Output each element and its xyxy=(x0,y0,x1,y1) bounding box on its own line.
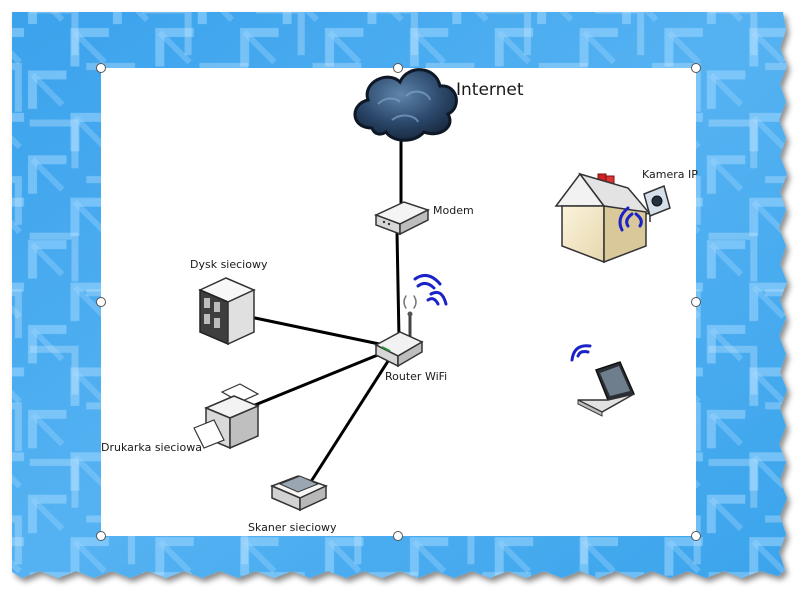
laptop-icon xyxy=(577,361,636,417)
resize-handle-top-right[interactable] xyxy=(691,63,701,73)
node-modem[interactable]: Modem xyxy=(374,201,474,236)
node-internet[interactable]: Internet xyxy=(353,68,524,142)
resize-handle-top-left[interactable] xyxy=(96,63,106,73)
house-icon xyxy=(554,172,652,264)
label-camera: Kamera IP xyxy=(642,168,698,181)
label-nas: Dysk sieciowy xyxy=(190,258,268,271)
link-router-nas xyxy=(253,316,386,347)
node-printer[interactable]: Drukarka sieciowa xyxy=(101,383,260,454)
modem-icon xyxy=(374,201,430,236)
link-router-printer xyxy=(253,350,387,407)
resize-handle-bottom-left[interactable] xyxy=(96,531,106,541)
node-camera[interactable]: Kamera IP xyxy=(642,168,698,222)
wifi-waves-icon xyxy=(403,273,448,309)
node-router[interactable]: Router WiFi xyxy=(374,273,448,383)
selection-handles[interactable] xyxy=(96,63,701,541)
resize-handle-bottom-right[interactable] xyxy=(691,531,701,541)
label-modem: Modem xyxy=(433,204,474,217)
resize-handle-right[interactable] xyxy=(691,297,701,307)
connection-lines xyxy=(253,138,403,482)
scanner-icon xyxy=(270,475,328,512)
ip-camera-icon xyxy=(643,184,671,222)
node-nas[interactable]: Dysk sieciowy xyxy=(190,258,268,346)
node-house[interactable] xyxy=(554,172,652,264)
wifi-router-icon xyxy=(374,311,424,368)
server-icon xyxy=(198,277,256,346)
resize-handle-bottom[interactable] xyxy=(393,531,403,541)
link-router-scanner xyxy=(310,356,392,482)
link-modem-router xyxy=(395,230,401,340)
label-scanner: Skaner sieciowy xyxy=(248,521,337,534)
resize-handle-left[interactable] xyxy=(96,297,106,307)
resize-handle-top[interactable] xyxy=(393,63,403,73)
printer-icon xyxy=(193,383,260,450)
label-internet: Internet xyxy=(456,80,524,100)
cloud-icon xyxy=(353,68,458,142)
label-router: Router WiFi xyxy=(385,370,447,383)
node-laptop[interactable] xyxy=(570,344,636,417)
node-scanner[interactable]: Skaner sieciowy xyxy=(248,475,337,534)
wifi-waves-icon xyxy=(570,344,592,362)
wifi-waves-icon xyxy=(618,206,643,232)
label-printer: Drukarka sieciowa xyxy=(101,441,202,454)
